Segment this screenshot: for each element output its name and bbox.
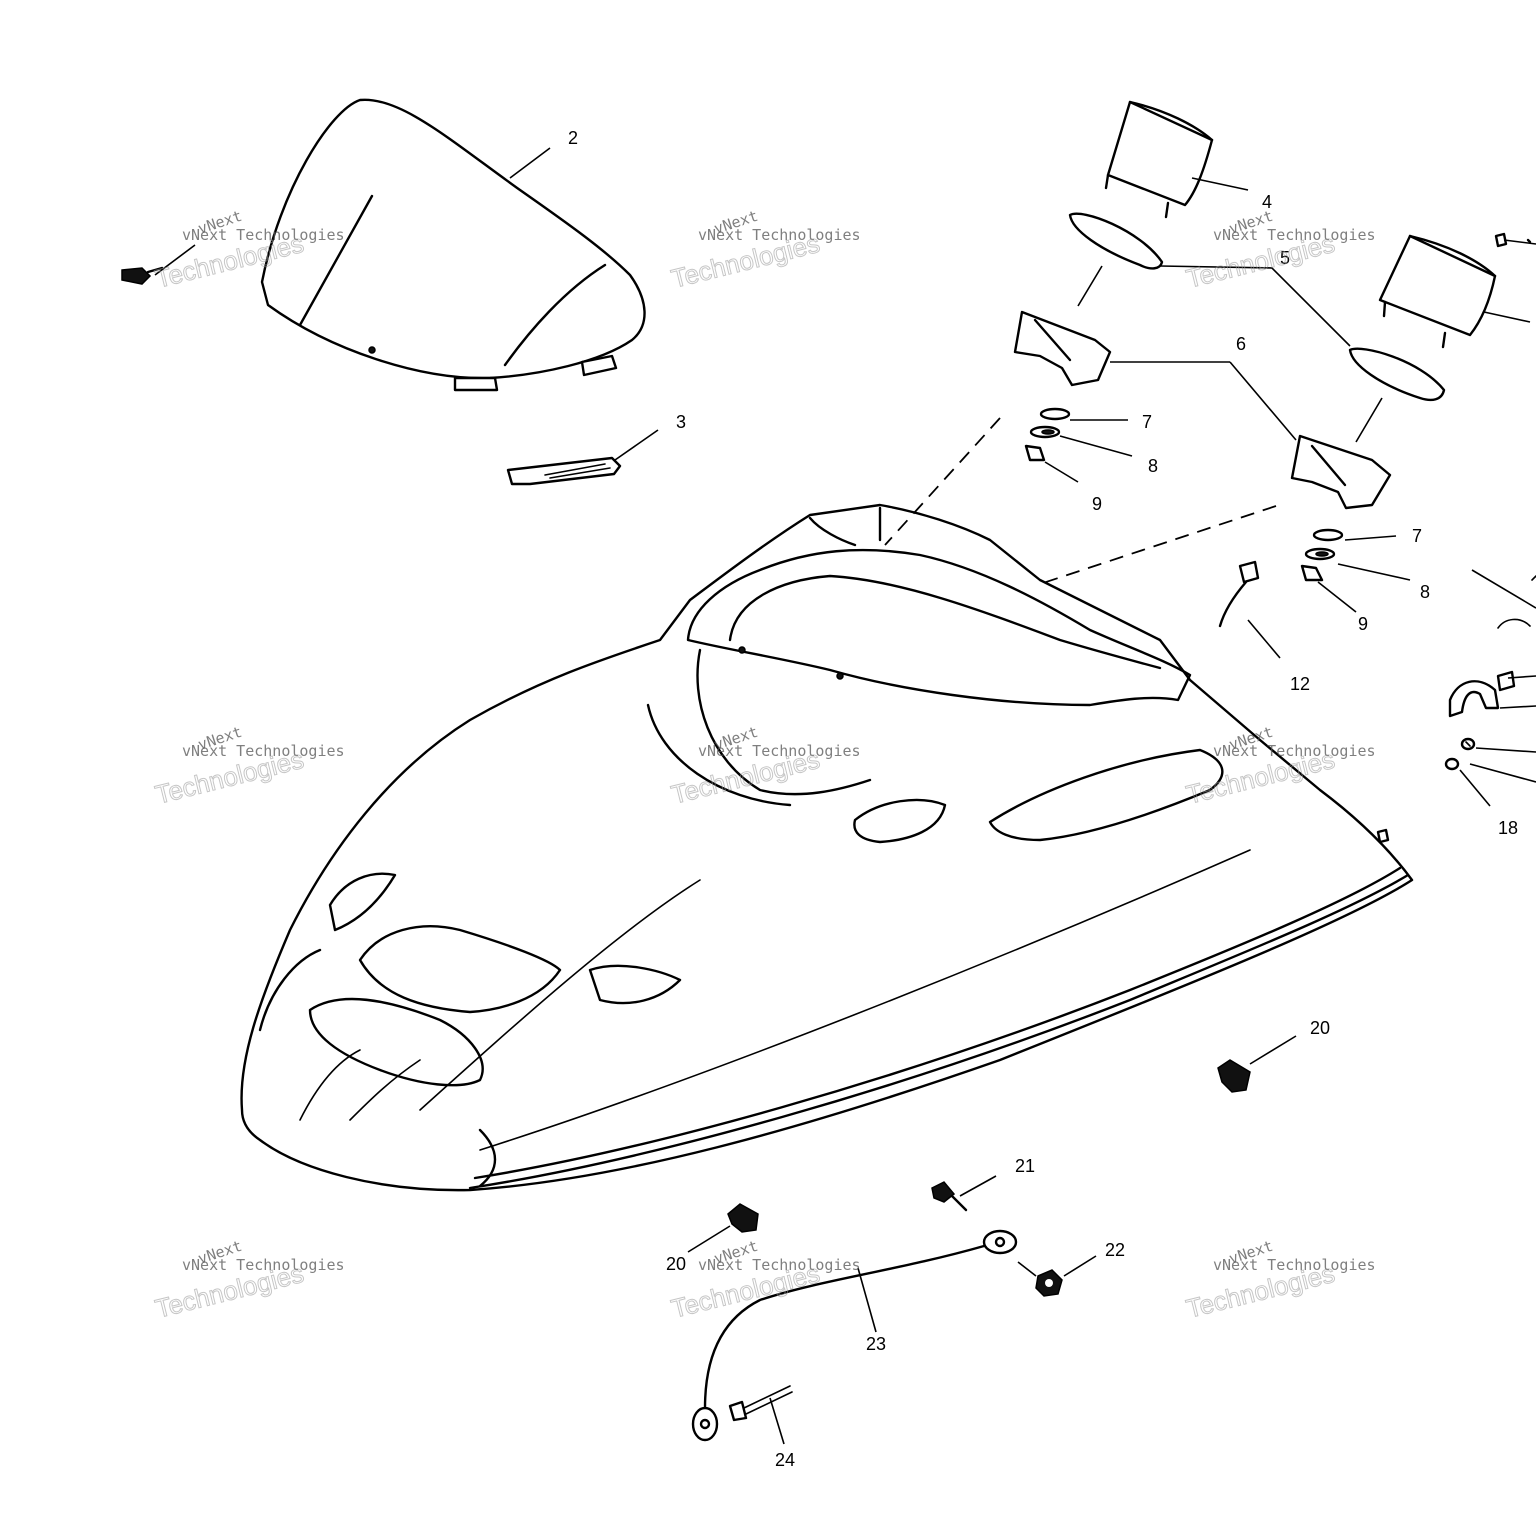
tether-cable [691, 1229, 1018, 1442]
fastener-right [1217, 1059, 1251, 1093]
callout-12: 12 [1290, 674, 1310, 694]
callout-22: 22 [1105, 1240, 1125, 1260]
fastener-left [727, 1203, 759, 1233]
gauge-upper [1104, 100, 1214, 219]
bolt-part-21 [931, 1181, 968, 1212]
callout-20-right: 20 [1310, 1018, 1330, 1038]
callout-7-right: 7 [1412, 526, 1422, 546]
windshield-part [260, 98, 646, 392]
svg-text:vNext Technologies: vNext Technologies [182, 226, 345, 244]
callout-5: 5 [1280, 248, 1290, 268]
gauge-right [1378, 234, 1497, 349]
callout-7-upper: 7 [1142, 412, 1152, 432]
callout-4: 4 [1262, 192, 1272, 212]
svg-text:vNext Technologies: vNext Technologies [698, 1256, 861, 1274]
ring-upper [1068, 212, 1164, 270]
svg-text:vNext Technologies: vNext Technologies [698, 226, 861, 244]
svg-text:vNext Technologies: vNext Technologies [182, 742, 345, 760]
watermark: vNext vNext Technologies Technologies [1183, 207, 1376, 295]
watermark: vNext vNext Technologies Technologies [668, 207, 861, 295]
callout-8-right: 8 [1420, 582, 1430, 602]
callout-21: 21 [1015, 1156, 1035, 1176]
hardware-upper [1024, 407, 1071, 462]
watermark: vNext vNext Technologies Technologies [152, 723, 345, 811]
callout-6: 6 [1236, 334, 1246, 354]
watermark: vNext vNext Technologies Technologies [152, 1237, 345, 1325]
svg-text:vNext Technologies: vNext Technologies [1213, 1256, 1376, 1274]
svg-text:vNext Technologies: vNext Technologies [182, 1256, 345, 1274]
ring-right [1348, 347, 1446, 402]
rivet-part-24 [728, 1385, 793, 1422]
nut-part-22 [1035, 1269, 1063, 1297]
callout-23: 23 [866, 1334, 886, 1354]
callout-9-upper: 9 [1092, 494, 1102, 514]
hood-part [240, 503, 1414, 1192]
svg-text:vNext Technologies: vNext Technologies [1213, 742, 1376, 760]
callout-8-upper: 8 [1148, 456, 1158, 476]
callout-18: 18 [1498, 818, 1518, 838]
svg-text:vNext Technologies: vNext Technologies [1213, 226, 1376, 244]
callout-3: 3 [676, 412, 686, 432]
bolt-left [121, 266, 164, 285]
callout-24: 24 [775, 1450, 795, 1470]
clip-right [1444, 232, 1536, 771]
strap-part [506, 456, 622, 486]
hardware-right [1300, 528, 1344, 582]
leader-lines [154, 147, 1536, 1445]
cable-part [1218, 560, 1260, 628]
bracket-upper [1013, 310, 1112, 387]
bracket-right [1290, 434, 1392, 510]
callout-labels: 2 3 4 5 6 7 8 9 7 8 9 12 18 20 20 21 22 … [568, 128, 1518, 1470]
watermark: vNext vNext Technologies Technologies [1183, 1237, 1376, 1325]
svg-text:vNext Technologies: vNext Technologies [698, 742, 861, 760]
callout-20-left: 20 [666, 1254, 686, 1274]
callout-9-right: 9 [1358, 614, 1368, 634]
callout-2: 2 [568, 128, 578, 148]
